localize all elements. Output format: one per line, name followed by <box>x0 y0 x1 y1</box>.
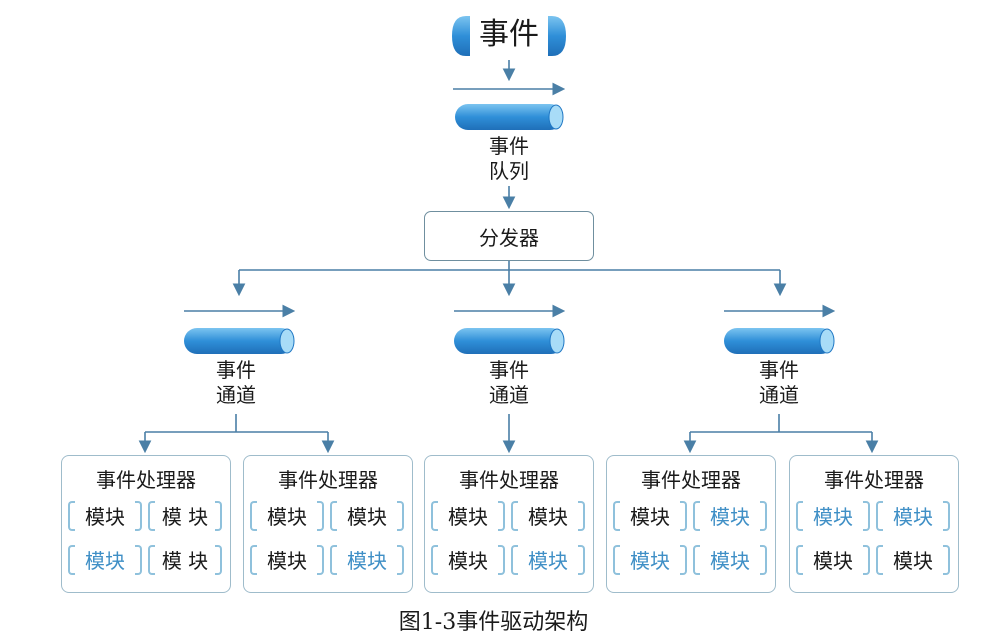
handler-3-module-3: 模块 <box>431 542 505 576</box>
handler-3-title: 事件处理器 <box>459 468 559 492</box>
dispatcher-label: 分发器 <box>479 225 539 250</box>
handler-2-module-1: 模块 <box>250 498 324 532</box>
event-handler-1: 事件处理器 模块 模 块 模块 模 块 <box>61 455 231 593</box>
handler-2-module-2: 模块 <box>330 498 404 532</box>
queue-label-line2: 队列 <box>489 159 529 183</box>
queue-label-line1: 事件 <box>489 134 529 158</box>
handler-4-title: 事件处理器 <box>641 468 741 492</box>
handler-3-module-1: 模块 <box>431 498 505 532</box>
handler-5-title: 事件处理器 <box>824 468 924 492</box>
channel-2-label-line1: 事件 <box>489 358 529 382</box>
channel-2-label: 事件 通道 <box>459 358 559 408</box>
event-handler-5: 事件处理器 模块 模块 模块 模块 <box>789 455 959 593</box>
channel-2-label-line2: 通道 <box>489 383 529 407</box>
dispatcher-box: 分发器 <box>424 211 594 261</box>
figure-caption: 图1-3事件驱动架构 <box>398 610 589 635</box>
channel-3-pipe-icon <box>724 328 835 354</box>
channel-3-label-line1: 事件 <box>759 358 799 382</box>
handler-1-module-3: 模块 <box>68 542 142 576</box>
handler-1-module-2: 模 块 <box>148 498 222 532</box>
handler-2-module-3: 模块 <box>250 542 324 576</box>
event-title: 事件 <box>479 17 539 52</box>
handler-3-module-2: 模块 <box>511 498 585 532</box>
handler-5-module-2: 模块 <box>876 498 950 532</box>
handler-1-module-1: 模块 <box>68 498 142 532</box>
handler-2-module-4: 模块 <box>330 542 404 576</box>
event-handler-4: 事件处理器 模块 模块 模块 模块 <box>606 455 776 593</box>
event-handler-3: 事件处理器 模块 模块 模块 模块 <box>424 455 594 593</box>
handler-1-module-4: 模 块 <box>148 542 222 576</box>
handler-4-module-4: 模块 <box>693 542 767 576</box>
handler-5-module-4: 模块 <box>876 542 950 576</box>
handler-4-module-2: 模块 <box>693 498 767 532</box>
handler-3-module-4: 模块 <box>511 542 585 576</box>
handler-4-module-1: 模块 <box>613 498 687 532</box>
event-capsule-icon <box>452 14 566 58</box>
channel-2-pipe-icon <box>454 328 565 354</box>
handler-5-module-3: 模块 <box>796 542 870 576</box>
handler-4-module-3: 模块 <box>613 542 687 576</box>
channel-1-label-line2: 通道 <box>216 383 256 407</box>
channel-3-label: 事件 通道 <box>729 358 829 408</box>
event-queue-pipe-icon <box>455 104 564 130</box>
handler-2-title: 事件处理器 <box>278 468 378 492</box>
queue-label: 事件 队列 <box>459 134 559 184</box>
event-handler-2: 事件处理器 模块 模块 模块 模块 <box>243 455 413 593</box>
channel-1-label-line1: 事件 <box>216 358 256 382</box>
handler-5-module-1: 模块 <box>796 498 870 532</box>
channel-1-label: 事件 通道 <box>186 358 286 408</box>
channel-3-label-line2: 通道 <box>759 383 799 407</box>
handler-1-title: 事件处理器 <box>96 468 196 492</box>
channel-1-pipe-icon <box>184 328 295 354</box>
